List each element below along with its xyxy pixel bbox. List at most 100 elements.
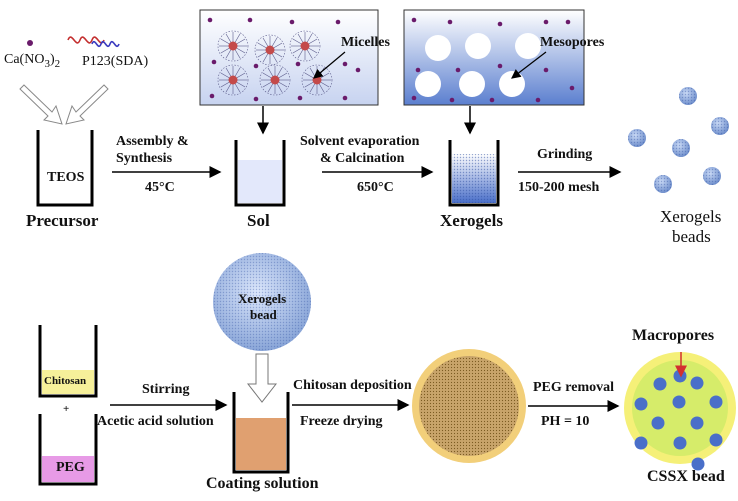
calcium-ion-dot (295, 61, 301, 67)
step3-line2: 150-200 mesh (518, 180, 600, 195)
mesopore-circle (459, 71, 485, 97)
calcium-ion-dot (569, 85, 575, 91)
sol-beaker (234, 140, 286, 207)
calcium-ion-dot (497, 63, 503, 69)
calcium-ion-dot (207, 17, 213, 23)
macropore-dot (673, 436, 687, 450)
macropore-dot (653, 377, 667, 391)
calcium-ion-dot (209, 93, 215, 99)
calcium-ion-dot (253, 96, 259, 102)
mesopore-circle (415, 71, 441, 97)
xerogel-beaker (448, 140, 500, 207)
calcium-ion-dot (355, 67, 361, 73)
xerogel-bead-line1: Xerogels (238, 291, 287, 306)
macropores-label: Macropores (632, 327, 715, 344)
macropore-dot (690, 376, 704, 390)
calcium-ion-dot (543, 19, 549, 25)
xerogel-bead-texture (711, 117, 729, 135)
macropore-dot (673, 369, 687, 383)
calcium-ion-dot (411, 17, 417, 23)
acetic-label: Acetic acid solution (97, 414, 214, 429)
calcium-ion-dot (497, 21, 503, 27)
peg-removal-label: PEG removal (533, 380, 615, 395)
calcium-ion-icon (27, 40, 33, 46)
macropore-dot (634, 397, 648, 411)
step2-line1: Solvent evaporation (300, 134, 420, 149)
xerogel-bead-line2: bead (250, 307, 277, 322)
mesopore-circle (515, 33, 541, 59)
step1-temp: 45°C (145, 180, 175, 195)
hollow-arrow-right-icon (65, 84, 109, 125)
macropore-dot (672, 395, 686, 409)
reagent-calcium-close: ) (49, 52, 55, 67)
step3-line1: Grinding (537, 147, 593, 162)
step1-line1: Assembly & (116, 134, 189, 149)
deposition-label: Chitosan deposition (293, 378, 412, 393)
calcium-ion-dot (447, 19, 453, 25)
arrow-mesopores-pointer (511, 51, 547, 79)
precursor-label: Precursor (26, 211, 99, 230)
cssx-label: CSSX bead (647, 468, 725, 485)
xerogel-bead-texture (628, 129, 646, 147)
calcium-ion-dot (211, 59, 217, 65)
step1-line2: Synthesis (116, 151, 173, 166)
calcium-ion-dot (411, 95, 417, 101)
xerogel-beads-group (628, 87, 729, 193)
mesopore-circle (465, 33, 491, 59)
calcium-ion-dot (449, 97, 455, 103)
calcium-ion-dot (565, 19, 571, 25)
calcium-ion-dot (535, 97, 541, 103)
reagent-calcium-nitrate: Ca(NO3)2 (4, 52, 60, 70)
chitosan-label: Chitosan (44, 375, 87, 387)
arrow-micelles-pointer (313, 51, 346, 79)
peg-label: PEG (56, 460, 85, 475)
teos-beaker (36, 130, 94, 207)
stirring-label: Stirring (142, 382, 190, 397)
xerogel-bead-texture (654, 175, 672, 193)
xerogels-label: Xerogels (440, 211, 503, 230)
freeze-label: Freeze drying (300, 414, 383, 429)
mesopore-circle (425, 35, 451, 61)
calcium-ion-dot (342, 61, 348, 67)
macropore-dot (634, 436, 648, 450)
calcium-ion-dot (289, 19, 295, 25)
reagent-calcium-sub2: 2 (54, 57, 61, 70)
beads-line2: beads (672, 227, 711, 246)
mesopore-circle (499, 71, 525, 97)
micelles-box (199, 9, 379, 106)
calcium-ion-dot (342, 95, 348, 101)
micelle-icon (217, 30, 249, 62)
calcium-ion-dot (455, 67, 461, 73)
coated-bead-disc (412, 349, 526, 463)
macropore-dot (651, 416, 665, 430)
beads-line1: Xerogels (660, 207, 722, 226)
calcium-ion-dot (543, 67, 549, 73)
teos-label: TEOS (47, 170, 85, 185)
micelle-icon (289, 30, 321, 62)
macropore-dot (709, 395, 723, 409)
micelle-icon (254, 34, 286, 66)
macropore-dot (709, 433, 723, 447)
plus-sign: + (63, 403, 70, 415)
coating-solution-label: Coating solution (206, 475, 319, 492)
xerogel-bead-sphere (213, 253, 311, 351)
ph-label: PH = 10 (541, 414, 590, 429)
micelle-icon (217, 64, 249, 96)
xerogel-bead-texture (679, 87, 697, 105)
peg-beaker (38, 414, 98, 486)
micelle-icon (259, 64, 291, 96)
step2-temp: 650°C (357, 180, 394, 195)
sol-label: Sol (247, 211, 270, 230)
hollow-arrow-left-icon (19, 84, 63, 125)
calcium-ion-dot (247, 17, 253, 23)
micelles-label: Micelles (341, 35, 390, 50)
calcium-ion-dot (253, 63, 259, 69)
p123-polymer-icon (67, 36, 120, 48)
mesopores-label: Mesopores (540, 35, 605, 50)
xerogel-bead-texture (703, 167, 721, 185)
reagent-calcium-base: Ca(NO (4, 52, 45, 67)
xerogel-bead-texture (672, 139, 690, 157)
calcium-ion-dot (335, 19, 341, 25)
